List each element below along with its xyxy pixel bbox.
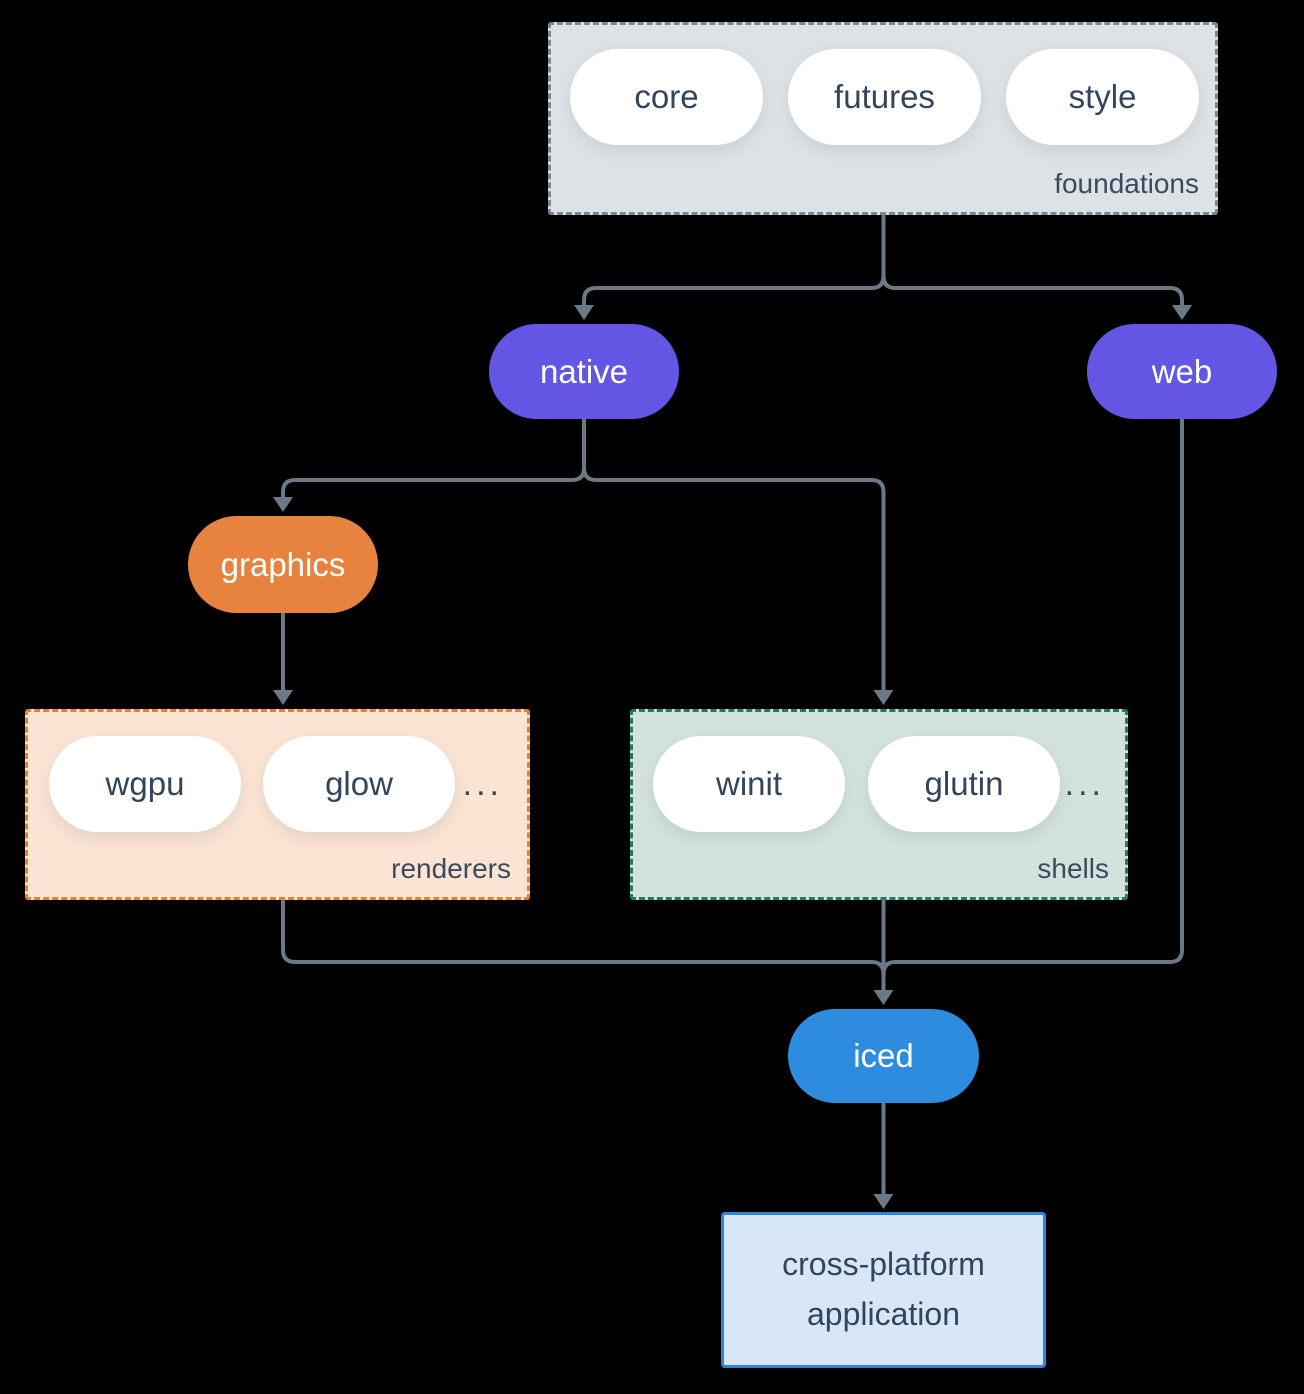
arrow-native-to-shells	[582, 467, 894, 705]
application-label: cross-platform application	[782, 1246, 985, 1332]
node-glutin: glutin	[868, 736, 1060, 832]
group-shells: winit glutin ... shells	[630, 709, 1128, 900]
group-label-shells: shells	[1037, 853, 1109, 884]
node-application: cross-platform application	[721, 1212, 1046, 1368]
node-wgpu: wgpu	[49, 736, 241, 832]
arrow-graphics-to-renderers	[273, 613, 293, 705]
group-label-foundations: foundations	[1054, 168, 1199, 199]
node-style: style	[1006, 49, 1199, 145]
group-foundations: core futures style foundations	[548, 22, 1218, 215]
group-renderers: wgpu glow ... renderers	[25, 709, 530, 900]
arrow-foundations-to-web	[881, 215, 1192, 320]
node-graphics: graphics	[188, 516, 378, 613]
group-label-renderers: renderers	[391, 853, 511, 884]
arrow-iced-to-application	[873, 1103, 894, 1209]
node-web: web	[1087, 324, 1277, 419]
arrow-foundations-to-native	[574, 215, 886, 320]
ellipsis-renderers: ...	[462, 764, 503, 803]
arrow-shells-to-iced	[873, 900, 894, 1005]
line-renderers-to-merge	[281, 900, 886, 975]
node-core: core	[570, 49, 763, 145]
node-futures: futures	[788, 49, 981, 145]
arrow-native-to-graphics	[273, 419, 586, 512]
node-glow: glow	[263, 736, 455, 832]
node-iced: iced	[788, 1009, 979, 1103]
node-native: native	[489, 324, 679, 419]
ellipsis-shells: ...	[1064, 764, 1105, 803]
node-winit: winit	[653, 736, 845, 832]
